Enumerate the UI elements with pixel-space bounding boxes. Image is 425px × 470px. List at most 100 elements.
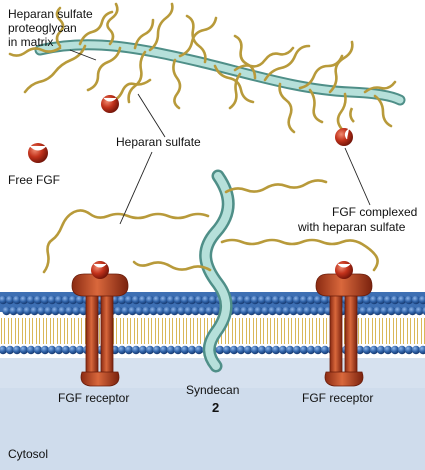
lipid-head — [40, 345, 50, 355]
syndecan-chain — [42, 209, 210, 274]
lipid-head — [240, 306, 249, 316]
lipid-head — [411, 295, 421, 305]
lipid-head — [296, 306, 305, 316]
leader-lines — [69, 49, 371, 225]
lipid-head — [247, 306, 256, 316]
lipid-head — [271, 345, 281, 355]
matrix-chain — [8, 46, 62, 57]
lipid-head — [124, 345, 134, 355]
leader-hspg — [69, 49, 97, 61]
leader-fgf-complexed — [344, 147, 371, 206]
receptor-left-stalk-a — [85, 289, 99, 383]
lipid-head — [19, 295, 29, 305]
matrix-chain — [308, 88, 324, 124]
syndecan-chain — [224, 179, 328, 194]
receptor-left-cap — [71, 273, 129, 297]
matrix-chain — [185, 14, 207, 64]
lipid-head — [0, 295, 8, 305]
lipid-head — [387, 306, 396, 316]
lipid-head — [47, 345, 57, 355]
lipid-head — [58, 306, 67, 316]
lipid-head — [131, 295, 141, 305]
lipid-head — [380, 306, 389, 316]
lipid-head — [163, 306, 172, 316]
lipid-head — [254, 306, 263, 316]
lipid-head — [271, 295, 281, 305]
lipid-head — [145, 295, 155, 305]
fgf-free — [28, 143, 48, 163]
fgf-ball — [335, 128, 353, 146]
lipid-head — [23, 306, 32, 316]
lipid-head — [9, 306, 18, 316]
fgf-notch — [103, 97, 117, 102]
lipid-head — [236, 345, 246, 355]
matrix-chain — [373, 94, 393, 128]
matrix-heparan-chains — [8, 2, 397, 142]
lipid-head — [44, 306, 53, 316]
lipid-head — [47, 295, 57, 305]
receptor-right-stalk-b — [344, 289, 358, 383]
lipid-head — [317, 306, 326, 316]
lipid-head — [264, 295, 274, 305]
label-heparan-sulfate: Heparan sulfate — [116, 135, 201, 149]
label-fgf-complexed-line2: with heparan sulfate — [297, 220, 406, 234]
lipid-head — [285, 345, 295, 355]
matrix-chain — [233, 46, 295, 72]
lipid-head — [275, 306, 284, 316]
lipid-head — [373, 306, 382, 316]
lipid-head — [65, 306, 74, 316]
receptor-right-base — [324, 371, 364, 387]
lipid-head — [236, 295, 246, 305]
fgf-receptor-bound-left — [91, 261, 109, 279]
lipid-head — [40, 295, 50, 305]
lipid-head — [359, 306, 368, 316]
lipid-head — [278, 295, 288, 305]
lipid-head — [401, 306, 410, 316]
fgf-notch — [93, 263, 107, 268]
lipid-head — [180, 295, 190, 305]
syndecan-chain — [220, 238, 379, 272]
fgf-notch — [29, 145, 47, 151]
lipid-head — [390, 295, 400, 305]
lipid-head — [138, 345, 148, 355]
lipid-head — [117, 295, 127, 305]
lipid-head — [128, 306, 137, 316]
lipid-head — [292, 345, 302, 355]
lipid-head — [289, 306, 298, 316]
label-fgf-receptor-left: FGF receptor — [58, 391, 129, 405]
lipid-head — [250, 295, 260, 305]
lipid-head — [208, 295, 218, 305]
label-fgf-receptor-right: FGF receptor — [302, 391, 373, 405]
lipid-head — [415, 306, 424, 316]
lipid-head — [114, 306, 123, 316]
lipid-head — [26, 295, 36, 305]
lipid-head — [5, 345, 15, 355]
receptor-left-base — [80, 371, 120, 387]
lipid-head — [117, 345, 127, 355]
matrix-chain — [78, 10, 114, 46]
lipid-head — [152, 295, 162, 305]
lipid-head — [411, 345, 421, 355]
label-hspg-line3: in matrix — [8, 35, 53, 49]
lipid-head — [68, 345, 78, 355]
lipid-head — [369, 295, 379, 305]
lipid-head — [37, 306, 46, 316]
fgf-matrix-left — [101, 95, 119, 113]
lipid-head — [180, 345, 190, 355]
lipid-head — [404, 345, 414, 355]
lipid-head — [177, 306, 186, 316]
lipid-head — [173, 295, 183, 305]
lipid-head — [355, 295, 365, 305]
lipid-head — [61, 295, 71, 305]
lipid-head — [394, 306, 403, 316]
receptor-left-stalk-b — [100, 289, 114, 383]
lipid-head — [362, 345, 372, 355]
lipid-head — [152, 345, 162, 355]
lipid-head — [159, 295, 169, 305]
lipid-head — [369, 345, 379, 355]
lipid-head — [355, 345, 365, 355]
lipid-head — [257, 295, 267, 305]
lipid-head — [30, 306, 39, 316]
lipid-head — [243, 345, 253, 355]
lipid-head — [261, 306, 270, 316]
